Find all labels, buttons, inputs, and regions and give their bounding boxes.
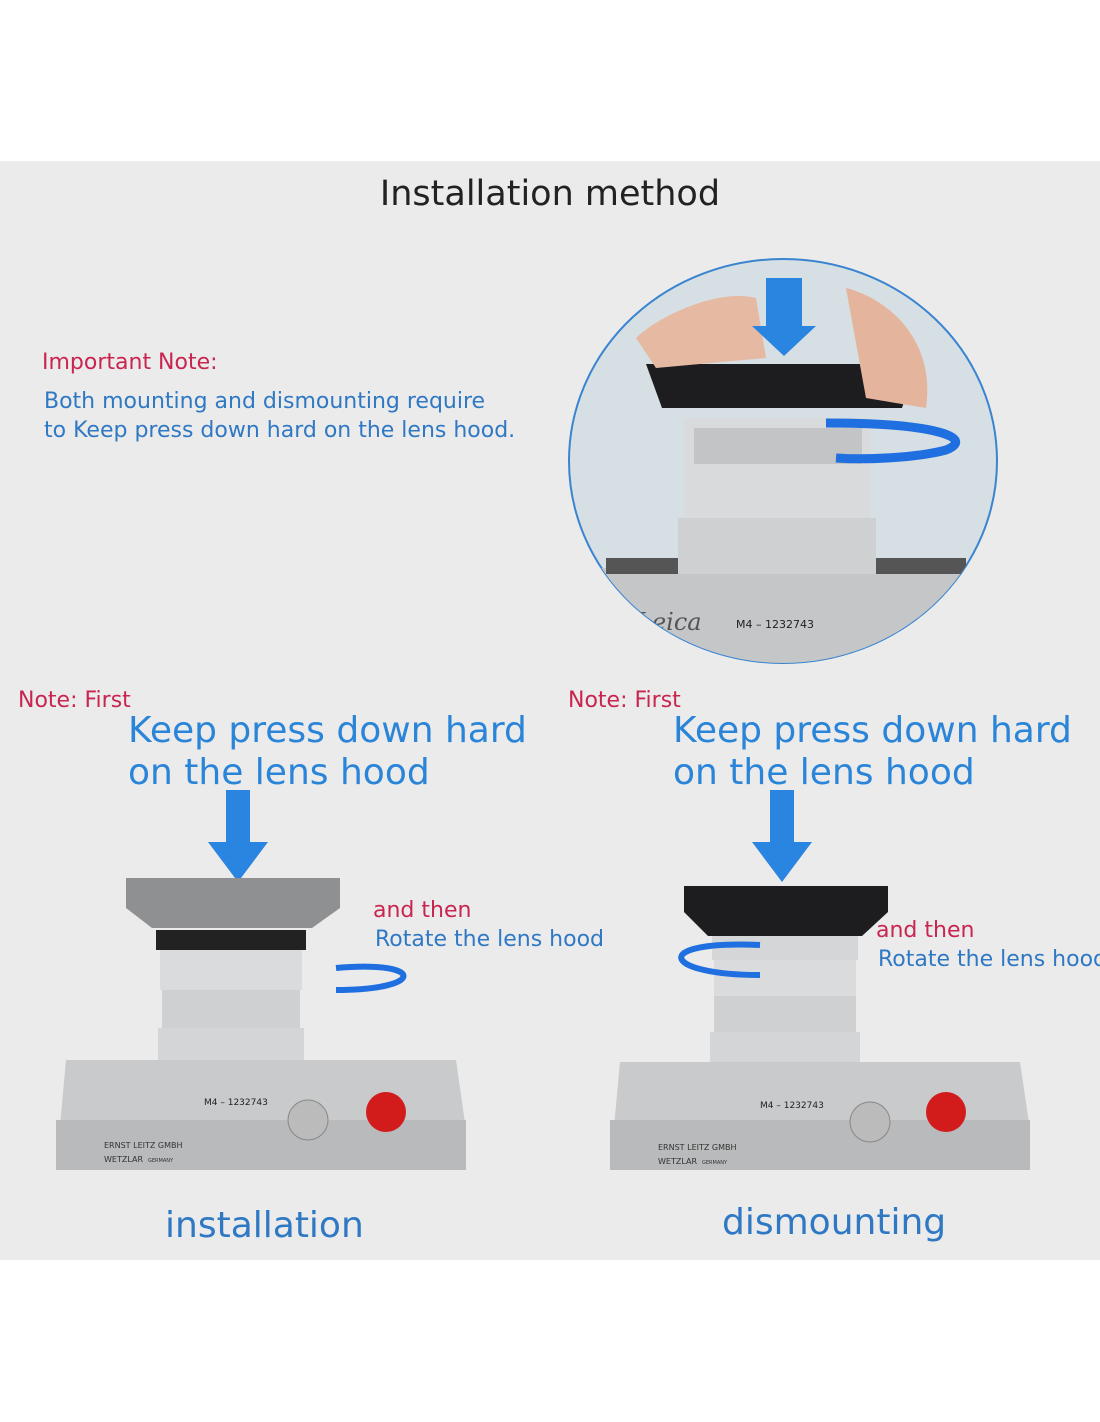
step2-then: and then — [876, 918, 975, 943]
press-down-arrow-icon — [752, 790, 812, 882]
step1-then: and then — [373, 898, 472, 923]
rotate-arrow-icon — [825, 418, 961, 464]
press-down-arrow-icon — [752, 278, 816, 356]
dismounting-camera-illustration: M4 – 1232743 ERNST LEITZ GMBH WETZLAR GE… — [610, 790, 1030, 1170]
important-note-line1: Both mounting and dismounting require — [44, 389, 486, 414]
camera-maker-text: ERNST LEITZ GMBH — [104, 1141, 183, 1150]
camera-maker-text: ERNST LEITZ GMBH — [658, 1143, 737, 1152]
camera-country-text: GERMANY — [702, 1160, 728, 1166]
step1-rotate: Rotate the lens hood — [375, 927, 604, 952]
press-down-arrow-icon — [208, 790, 268, 882]
camera-model-text: M4 – 1232743 — [760, 1101, 824, 1111]
camera-city-text: WETZLAR — [658, 1157, 697, 1166]
installation-caption: installation — [165, 1205, 364, 1246]
rotate-arrow-icon — [335, 963, 407, 993]
closeup-lens-photo: M4 – 1232743 Leica — [568, 258, 998, 664]
camera-model-text: M4 – 1232743 — [736, 618, 814, 631]
installation-camera-illustration: M4 – 1232743 ERNST LEITZ GMBH WETZLAR GE… — [56, 790, 466, 1170]
dismounting-caption: dismounting — [722, 1202, 947, 1243]
rotate-arrow-icon — [678, 941, 761, 978]
step1-line2: on the lens hood — [128, 752, 430, 793]
step2-rotate: Rotate the lens hood — [878, 947, 1100, 972]
page-title: Installation method — [379, 174, 721, 214]
important-note-heading: Important Note: — [42, 350, 218, 375]
step1-line1: Keep press down hard — [128, 710, 527, 751]
step2-note: Note: First — [568, 688, 681, 713]
step1-note: Note: First — [18, 688, 131, 713]
camera-country-text: GERMANY — [148, 1158, 174, 1164]
step2-line2: on the lens hood — [673, 752, 975, 793]
camera-city-text: WETZLAR — [104, 1155, 143, 1164]
step2-line1: Keep press down hard — [673, 710, 1072, 751]
important-note-line2: to Keep press down hard on the lens hood… — [44, 418, 516, 443]
camera-model-text: M4 – 1232743 — [204, 1098, 268, 1108]
